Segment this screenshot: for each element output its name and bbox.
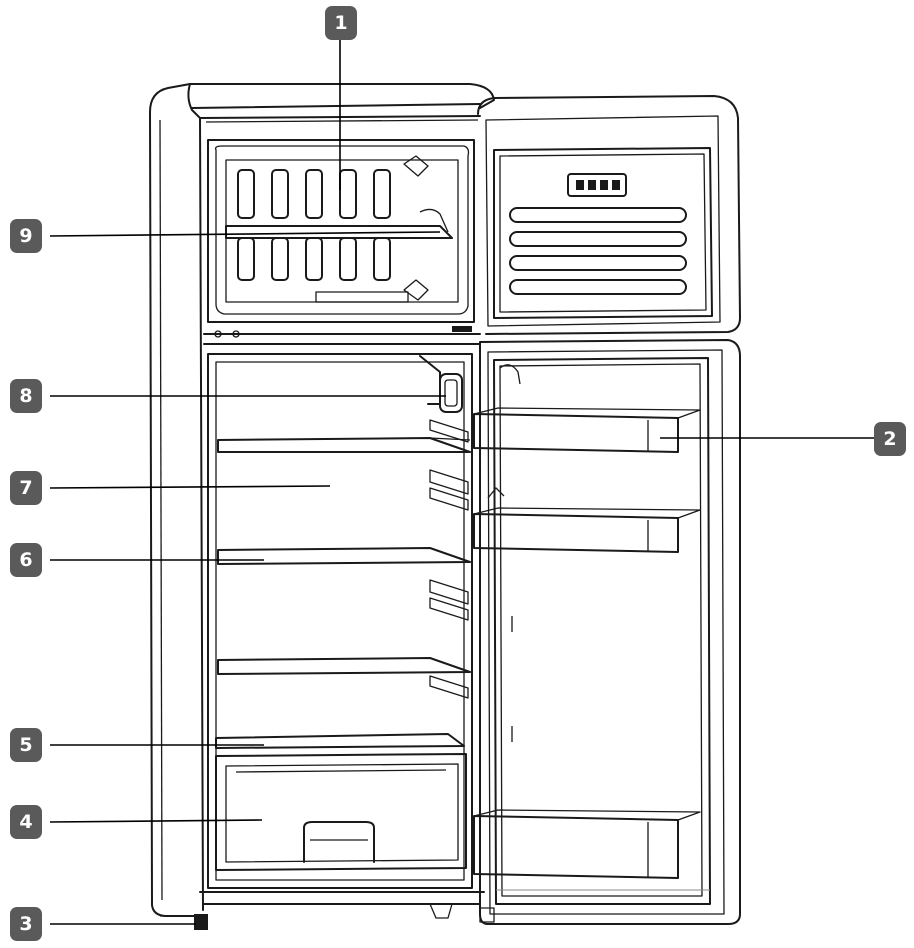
callout-6: 6 bbox=[10, 543, 42, 577]
crisper-cover-shelf bbox=[215, 733, 465, 749]
callout-label-4: 4 bbox=[19, 811, 32, 833]
callout-3: 3 bbox=[10, 907, 42, 941]
callout-label-6: 6 bbox=[19, 549, 32, 571]
glass-shelf-middle bbox=[217, 547, 471, 565]
callout-label-8: 8 bbox=[19, 385, 32, 407]
callout-label-1: 1 bbox=[334, 12, 347, 34]
leader-lines bbox=[49, 34, 876, 925]
callout-label-2: 2 bbox=[883, 428, 896, 450]
adjustable-foot bbox=[160, 903, 495, 930]
callout-label-9: 9 bbox=[19, 225, 32, 247]
callout-label-3: 3 bbox=[19, 913, 32, 935]
callout-4: 4 bbox=[10, 805, 42, 839]
vegetable-crisper bbox=[215, 753, 467, 871]
callout-2: 2 bbox=[874, 422, 906, 456]
fridge-door bbox=[473, 339, 741, 925]
callout-label-5: 5 bbox=[19, 734, 32, 756]
freezer-compartment bbox=[203, 139, 481, 345]
door-shelf-bottom bbox=[473, 809, 701, 879]
leader-line-9 bbox=[49, 231, 441, 237]
callout-8: 8 bbox=[10, 379, 42, 413]
callout-label-7: 7 bbox=[19, 477, 32, 499]
door-shelf-middle bbox=[473, 487, 701, 553]
callout-7: 7 bbox=[10, 471, 42, 505]
fridge-side-rails bbox=[429, 419, 469, 699]
door-shelf-upper bbox=[473, 407, 701, 453]
callout-9: 9 bbox=[10, 219, 42, 253]
freezer-door bbox=[477, 95, 741, 335]
callout-5: 5 bbox=[10, 728, 42, 762]
glass-shelf-upper bbox=[217, 437, 471, 453]
fridge-compartment bbox=[199, 353, 485, 905]
callout-1: 1 bbox=[325, 6, 357, 40]
leader-line-4 bbox=[49, 819, 263, 823]
leader-line-7 bbox=[49, 485, 331, 489]
glass-shelf-lower bbox=[217, 657, 471, 675]
thermostat-light bbox=[419, 355, 463, 413]
